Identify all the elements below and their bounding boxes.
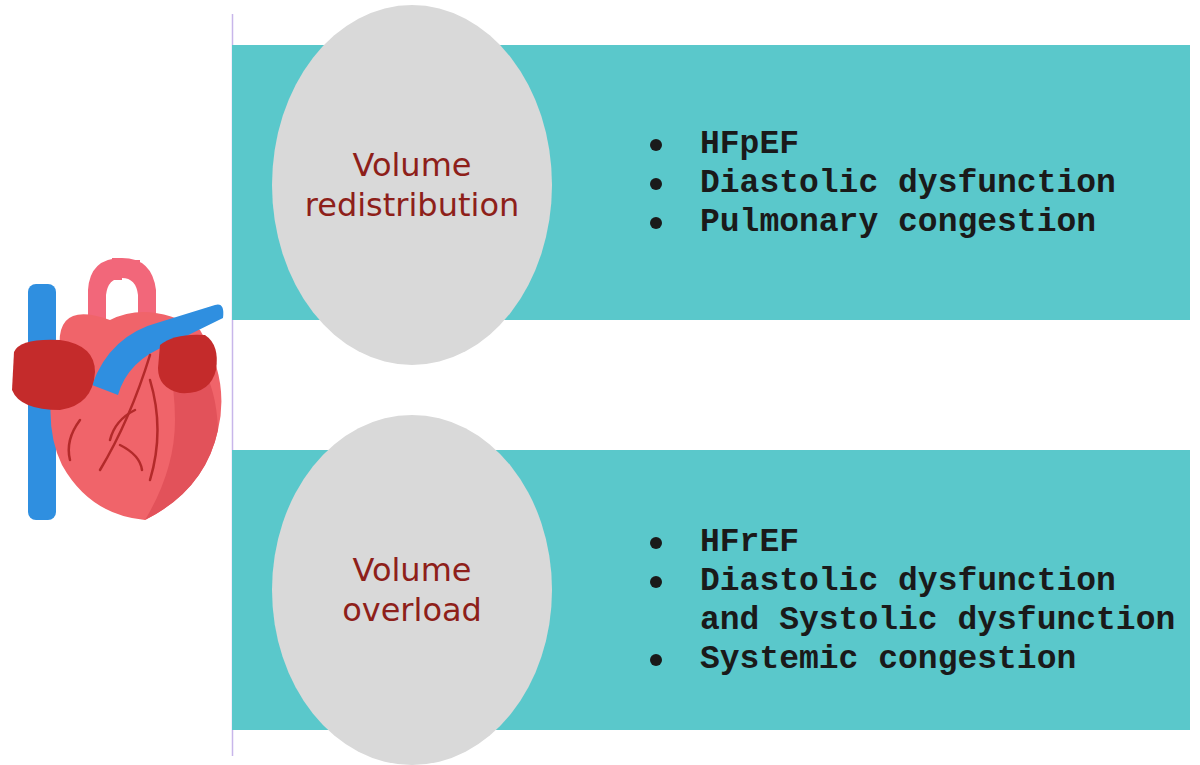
- category-label: Volume redistribution: [277, 145, 547, 225]
- bullet-text: Diastolic dysfunction and Systolic dysfu…: [700, 562, 1180, 640]
- bullet-text: Pulmonary congestion: [700, 203, 1180, 242]
- bullet-dot: [650, 139, 662, 151]
- bullet-row: Diastolic dysfunction and Systolic dysfu…: [650, 562, 1180, 640]
- bullet-text: Systemic congestion: [700, 640, 1180, 679]
- heart-icon: [12, 258, 223, 520]
- bullet-dot: [650, 576, 662, 588]
- bullet-text: Diastolic dysfunction: [700, 164, 1180, 203]
- bullet-dot: [650, 217, 662, 229]
- ellipse-fill: [272, 415, 552, 765]
- bullet-row: Diastolic dysfunction: [650, 164, 1180, 203]
- bullet-text: HFrEF: [700, 523, 1180, 562]
- bullet-list: HFrEFDiastolic dysfunction and Systolic …: [650, 523, 1180, 679]
- bullet-dot: [650, 654, 662, 666]
- bullet-row: HFpEF: [650, 125, 1180, 164]
- bullet-row: Systemic congestion: [650, 640, 1180, 679]
- ellipse-shape: [272, 5, 552, 365]
- category-label: Volume overload: [312, 550, 512, 630]
- bullet-text: HFpEF: [700, 125, 1180, 164]
- bullet-row: Pulmonary congestion: [650, 203, 1180, 242]
- ellipse-shape: [272, 415, 552, 765]
- bullet-row: HFrEF: [650, 523, 1180, 562]
- bullet-list: HFpEFDiastolic dysfunctionPulmonary cong…: [650, 125, 1180, 242]
- bullet-dot: [650, 178, 662, 190]
- bullet-dot: [650, 537, 662, 549]
- ellipse-fill: [272, 5, 552, 365]
- category-ellipse: Volume redistribution: [272, 5, 552, 365]
- category-ellipse: Volume overload: [272, 415, 552, 765]
